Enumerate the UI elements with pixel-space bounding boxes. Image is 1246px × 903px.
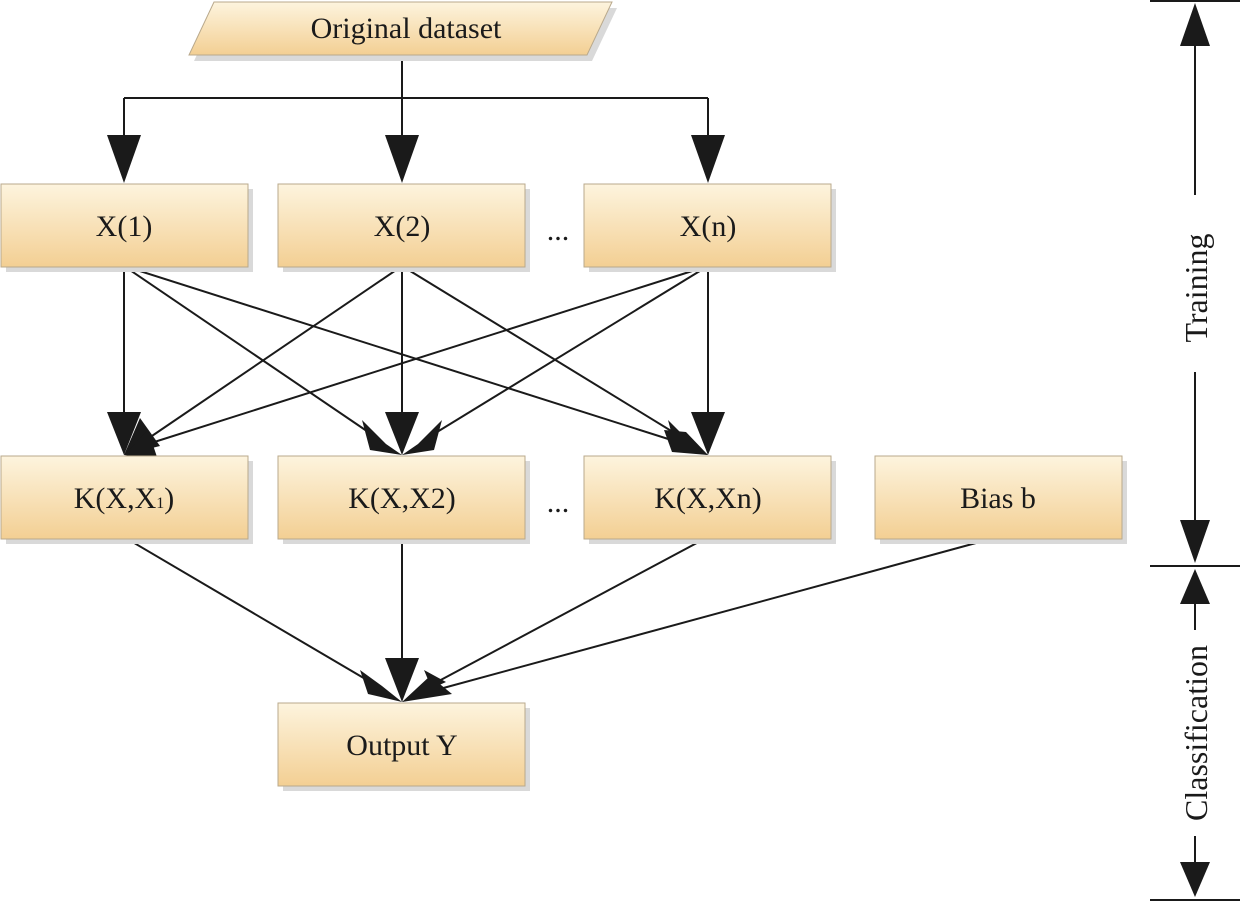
phase-training-label: Training (1178, 233, 1214, 342)
training-arrow-up-head (1180, 3, 1210, 46)
node-x2-label: X(2) (374, 210, 431, 243)
node-k2: K(X,X2) (277, 455, 530, 544)
edge-x1-k2 (123, 265, 381, 441)
phase-classification-label: Classification (1178, 645, 1214, 821)
node-k1-label-sub: 1 (156, 495, 164, 512)
arrow-into-output (385, 658, 419, 702)
node-x1-label: X(1) (96, 210, 153, 243)
node-k1: K(X,X1) (0, 455, 253, 544)
node-k1-label: K(X,X1) (74, 482, 175, 515)
node-x1: X(1) (0, 183, 253, 272)
node-original-dataset-label: Original dataset (311, 12, 502, 45)
arrow-into-output-d (402, 676, 452, 702)
node-output-label: Output Y (346, 729, 457, 762)
arrow-into-k2 (385, 412, 419, 455)
arrow-dataset-x1 (107, 135, 141, 183)
training-arrow-down-head (1180, 520, 1210, 563)
node-bias-label: Bias b (960, 482, 1036, 515)
arrow-into-k2-c (402, 420, 442, 455)
node-original-dataset: Original dataset (188, 1, 617, 61)
node-bias: Bias b (874, 455, 1127, 544)
arrow-into-k1-c (124, 430, 158, 460)
node-k1-label-main: K(X,X (74, 482, 157, 515)
node-output: Output Y (277, 702, 530, 791)
edges (107, 55, 999, 702)
node-x2: X(2) (277, 183, 530, 272)
edge-bias-output (435, 536, 999, 691)
edge-xn-k2 (423, 265, 709, 441)
arrow-dataset-xn (691, 135, 725, 183)
arrow-dataset-x2 (385, 135, 419, 183)
edge-x2-kn (401, 265, 687, 441)
arrow-into-k1 (107, 412, 141, 455)
classification-arrow-up-head (1180, 569, 1210, 604)
arrow-into-output-c (402, 670, 446, 702)
node-xn-label: X(n) (680, 210, 737, 243)
edge-k1-output (123, 536, 385, 691)
node-kn: K(X,Xn) (583, 455, 836, 544)
edge-xn-k1 (147, 265, 709, 445)
node-xn: X(n) (583, 183, 836, 272)
arrow-into-kn-c (664, 430, 708, 455)
node-k1-label-close: ) (164, 482, 174, 515)
ellipsis-row-k: ... (547, 486, 570, 519)
edge-x2-k1 (145, 265, 403, 441)
edge-kn-output (421, 536, 709, 691)
arrow-into-output-b (360, 670, 402, 702)
classification-arrow-down-head (1180, 862, 1210, 897)
node-k2-label: K(X,X2) (348, 482, 455, 515)
phase-indicator: Training Classification (1150, 0, 1240, 901)
ellipsis-row-x: ... (547, 214, 570, 247)
arrow-into-k2-b (362, 420, 402, 455)
arrow-into-kn (691, 412, 725, 455)
edge-x1-kn (123, 265, 685, 445)
node-kn-label: K(X,Xn) (654, 482, 761, 515)
